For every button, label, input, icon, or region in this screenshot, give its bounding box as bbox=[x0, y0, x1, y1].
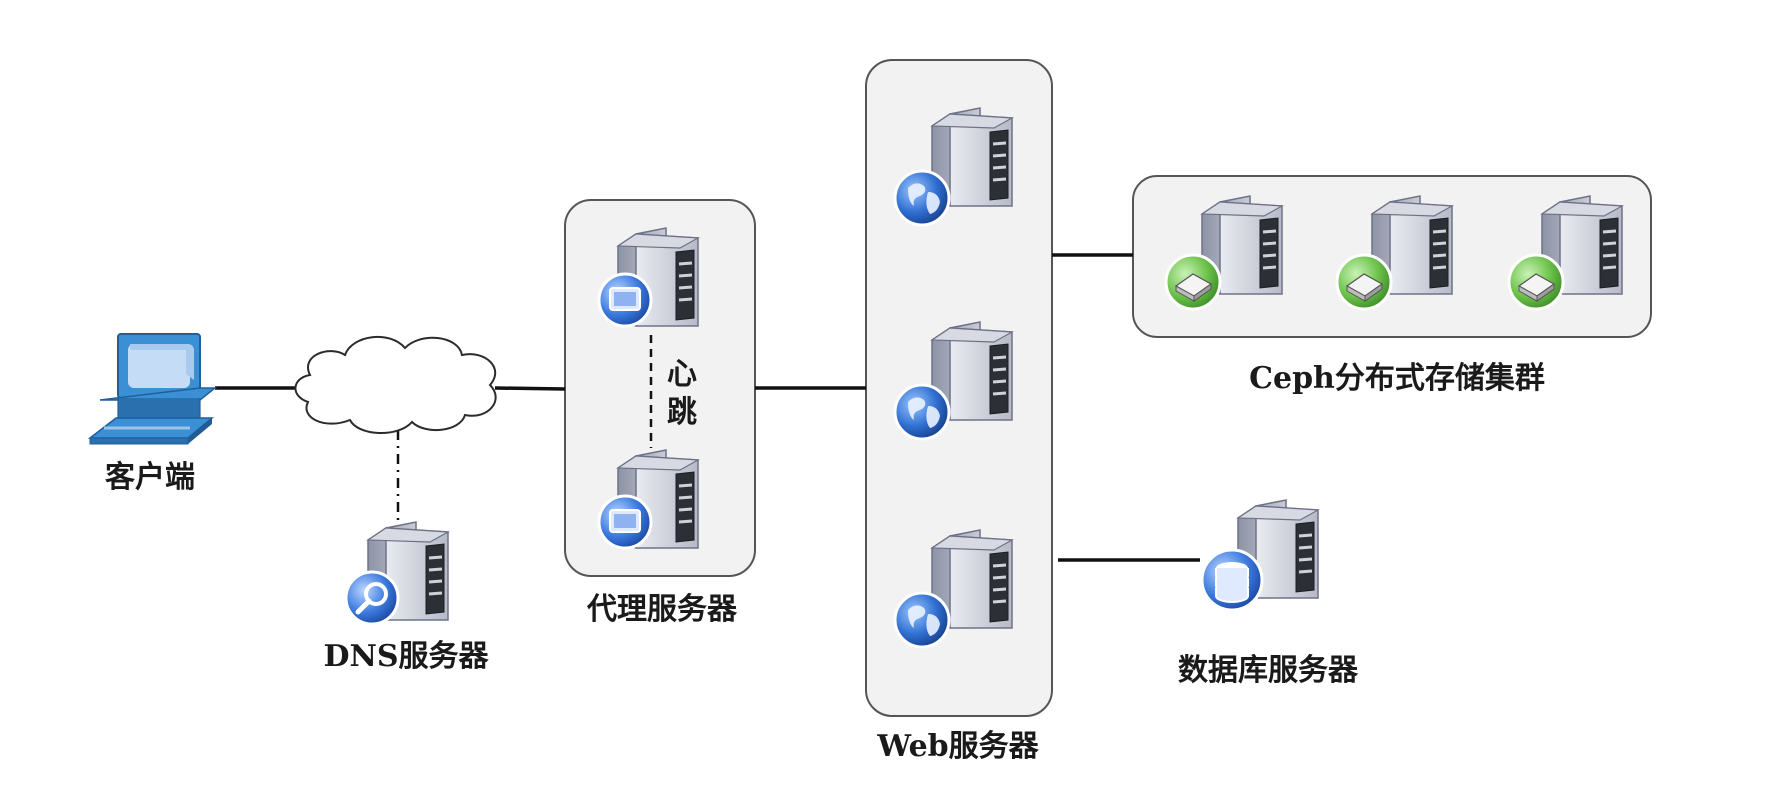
web-label: Web服务器 bbox=[876, 729, 1039, 764]
client-label: 客户端 bbox=[105, 460, 195, 495]
heartbeat-label-2: 跳 bbox=[667, 395, 697, 430]
dns-server-icon bbox=[346, 520, 450, 624]
database-label: 数据库服务器 bbox=[1178, 653, 1359, 688]
cloud-proxy-link bbox=[494, 386, 566, 391]
ceph-label: Ceph分布式存储集群 bbox=[1249, 361, 1545, 396]
database-server-icon bbox=[1200, 498, 1320, 612]
heartbeat-label-1: 心 bbox=[667, 357, 697, 392]
proxy-label: 代理服务器 bbox=[586, 592, 738, 627]
dns-label: DNS服务器 bbox=[323, 639, 489, 674]
cloud-icon bbox=[294, 335, 497, 435]
client-computer-icon bbox=[87, 333, 218, 445]
